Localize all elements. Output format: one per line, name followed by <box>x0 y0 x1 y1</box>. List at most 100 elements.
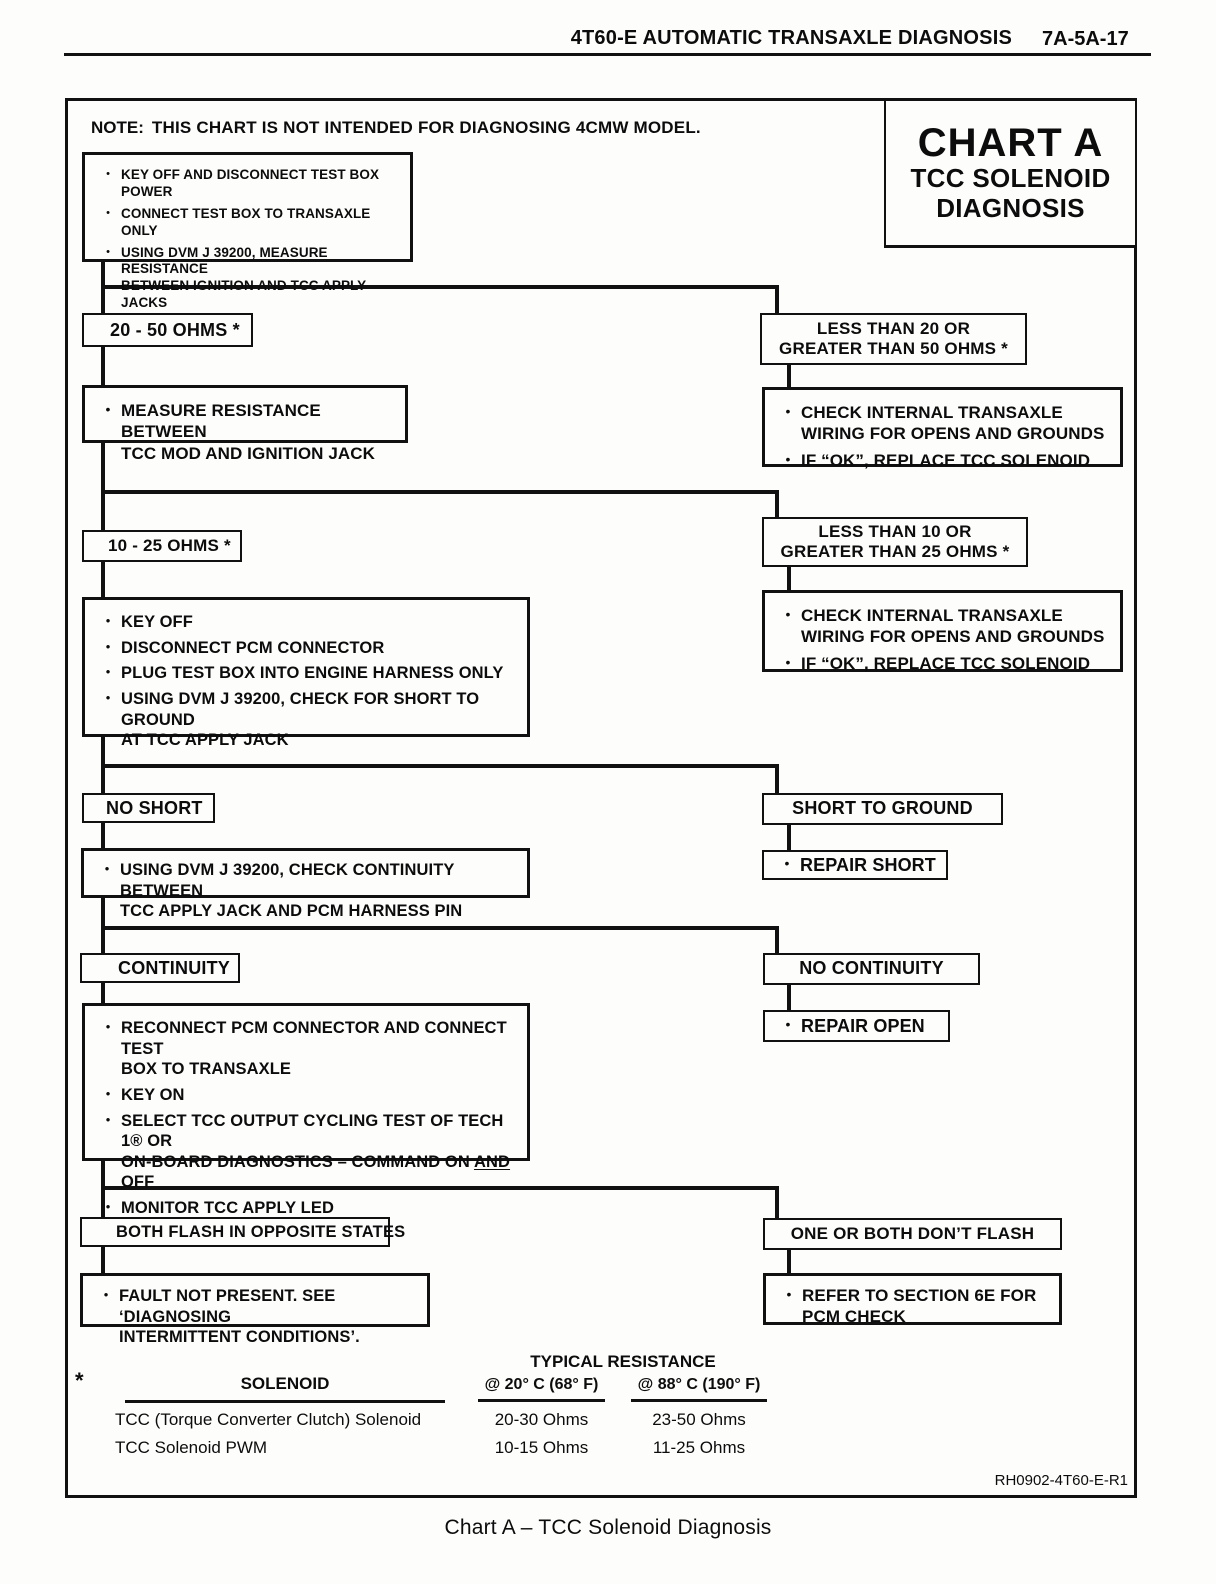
connector-trunk <box>101 262 105 1275</box>
flow-step: •IF “OK”, REPLACE TCC SOLENOID <box>775 450 1114 471</box>
flow-step: •CHECK INTERNAL TRANSAXLE WIRING FOR OPE… <box>775 605 1114 648</box>
flow-step: •USING DVM J 39200, CHECK FOR SHORT TO G… <box>95 689 521 751</box>
flow-step: •IF “OK”, REPLACE TCC SOLENOID <box>775 653 1114 674</box>
flow-box-continuity-check: •USING DVM J 39200, CHECK CONTINUITY BET… <box>81 848 530 920</box>
bullet-icon: • <box>785 653 791 670</box>
bullet-icon: • <box>105 664 111 680</box>
connector-drop-4 <box>775 926 779 957</box>
bullet-icon: • <box>785 403 791 419</box>
table-header-typical-resistance: TYPICAL RESISTANCE <box>530 1352 716 1371</box>
bullet-icon: • <box>105 1111 111 1127</box>
header-rule <box>64 53 1151 56</box>
flow-result-continuity: CONTINUITY <box>80 953 240 983</box>
note-label: NOTE: <box>91 118 144 137</box>
flow-step: •CHECK INTERNAL TRANSAXLE WIRING FOR OPE… <box>775 402 1114 445</box>
chart-title-box: CHART A TCC SOLENOID DIAGNOSIS <box>884 101 1135 248</box>
chart-title: CHART A <box>917 121 1104 166</box>
document-code: RH0902-4T60-E-R1 <box>994 1472 1128 1489</box>
flow-box-check-internal-2: •CHECK INTERNAL TRANSAXLE WIRING FOR OPE… <box>762 590 1123 674</box>
bullet-icon: • <box>105 613 111 628</box>
bullet-icon: • <box>106 245 110 258</box>
table-row2-solenoid: TCC Solenoid PWM <box>115 1438 268 1457</box>
table-row2-20c: 10-15 Ohms <box>494 1438 589 1457</box>
bullet-icon: • <box>105 1019 111 1034</box>
chart-subtitle-2: DIAGNOSIS <box>936 193 1085 223</box>
flow-step: •REPAIR OPEN <box>775 1015 942 1038</box>
bullet-icon: • <box>106 206 110 219</box>
note-text: THIS CHART IS NOT INTENDED FOR DIAGNOSIN… <box>151 118 701 137</box>
bullet-icon: • <box>784 855 790 871</box>
connector-right-1 <box>787 363 791 391</box>
flow-result-less-20: LESS THAN 20 OR GREATER THAN 50 OHMS * <box>760 313 1027 365</box>
flow-step: •MEASURE RESISTANCE BETWEEN TCC MOD AND … <box>95 400 399 464</box>
flow-result-both-flash: BOTH FLASH IN OPPOSITE STATES <box>80 1217 405 1247</box>
flow-step: •DISCONNECT PCM CONNECTOR <box>95 638 521 659</box>
flow-box-start: •KEY OFF AND DISCONNECT TEST BOX POWER •… <box>82 152 413 310</box>
flow-step: •REPAIR SHORT <box>774 854 940 877</box>
connector-branch-4 <box>101 926 779 930</box>
table-row1-20c: 20-30 Ohms <box>494 1410 589 1429</box>
connector-right-2 <box>787 565 791 594</box>
bullet-icon: • <box>105 689 111 705</box>
flow-result-no-short: NO SHORT <box>82 793 215 823</box>
flow-box-refer-section-6e: •REFER TO SECTION 6E FOR PCM CHECK <box>763 1273 1062 1328</box>
underlined-and: AND <box>473 1152 511 1171</box>
bullet-icon: • <box>103 1287 109 1302</box>
page-number: 7A-5A-17 <box>1042 28 1129 50</box>
bullet-icon: • <box>104 861 110 876</box>
page-header-title: 4T60-E AUTOMATIC TRANSAXLE DIAGNOSIS <box>570 27 1012 49</box>
flow-result-10-25-ohms: 10 - 25 OHMS * <box>82 530 242 562</box>
flow-step: •USING DVM J 39200, MEASURE RESISTANCE B… <box>95 245 404 313</box>
table-row1-88c: 23-50 Ohms <box>652 1410 746 1429</box>
footnote-asterisk: * <box>75 1368 84 1393</box>
flow-step: •FAULT NOT PRESENT. SEE ‘DIAGNOSING INTE… <box>93 1286 421 1348</box>
connector-right-3 <box>787 823 791 854</box>
bullet-icon: • <box>105 1199 111 1214</box>
flow-step: •RECONNECT PCM CONNECTOR AND CONNECT TES… <box>95 1018 521 1080</box>
connector-drop-5 <box>775 1186 779 1222</box>
flow-result-20-50-ohms: 20 - 50 OHMS * <box>82 313 253 347</box>
note-line: NOTE: THIS CHART IS NOT INTENDED FOR DIAG… <box>91 118 701 138</box>
chart-subtitle-1: TCC SOLENOID <box>910 163 1111 194</box>
connector-right-5 <box>787 1248 791 1277</box>
flow-step: •USING DVM J 39200, CHECK CONTINUITY BET… <box>94 860 521 922</box>
connector-drop-3 <box>775 764 779 797</box>
flow-step: •KEY OFF <box>95 612 521 633</box>
bullet-icon: • <box>105 401 111 417</box>
table-header-88c: @ 88° C (190° F) <box>631 1376 767 1402</box>
connector-drop-2 <box>775 490 779 521</box>
flow-step: •PLUG TEST BOX INTO ENGINE HARNESS ONLY <box>95 663 521 684</box>
flow-box-key-off-checks: •KEY OFF •DISCONNECT PCM CONNECTOR •PLUG… <box>82 597 530 749</box>
flow-result-less-10: LESS THAN 10 OR GREATER THAN 25 OHMS * <box>762 517 1028 567</box>
connector-branch-2 <box>101 490 779 494</box>
connector-branch-5 <box>101 1186 779 1190</box>
flow-box-reconnect-cycle: •RECONNECT PCM CONNECTOR AND CONNECT TES… <box>82 1003 530 1217</box>
flow-box-fault-not-present: •FAULT NOT PRESENT. SEE ‘DIAGNOSING INTE… <box>80 1273 430 1346</box>
flow-step: •CONNECT TEST BOX TO TRANSAXLE ONLY <box>95 206 404 240</box>
flow-step: •KEY OFF AND DISCONNECT TEST BOX POWER <box>95 167 404 201</box>
table-row2-88c: 11-25 Ohms <box>652 1438 746 1457</box>
figure-caption: Chart A – TCC Solenoid Diagnosis <box>444 1516 772 1539</box>
bullet-icon: • <box>105 1085 111 1101</box>
flow-result-dont-flash: ONE OR BOTH DON’T FLASH <box>763 1218 1062 1250</box>
bullet-icon: • <box>105 638 111 654</box>
bullet-icon: • <box>786 1286 792 1302</box>
flow-result-no-continuity: NO CONTINUITY <box>763 953 980 985</box>
table-header-solenoid: SOLENOID <box>125 1374 445 1403</box>
bullet-icon: • <box>106 168 110 180</box>
flow-box-repair-short: •REPAIR SHORT <box>762 850 948 880</box>
flow-step: •KEY ON <box>95 1085 521 1106</box>
flow-box-measure-resistance: •MEASURE RESISTANCE BETWEEN TCC MOD AND … <box>82 385 408 463</box>
connector-drop-1 <box>775 285 779 317</box>
flow-box-repair-open: •REPAIR OPEN <box>763 1010 950 1042</box>
table-header-20c: @ 20° C (68° F) <box>478 1376 605 1402</box>
flow-step: •REFER TO SECTION 6E FOR PCM CHECK <box>776 1285 1053 1328</box>
bullet-icon: • <box>785 450 791 467</box>
flow-box-check-internal-1: •CHECK INTERNAL TRANSAXLE WIRING FOR OPE… <box>762 387 1123 470</box>
table-row1-solenoid: TCC (Torque Converter Clutch) Solenoid <box>115 1410 422 1429</box>
flow-result-short-to-ground: SHORT TO GROUND <box>762 793 1003 825</box>
connector-branch-1 <box>101 285 779 289</box>
connector-right-4 <box>787 983 791 1014</box>
bullet-icon: • <box>785 1016 791 1032</box>
